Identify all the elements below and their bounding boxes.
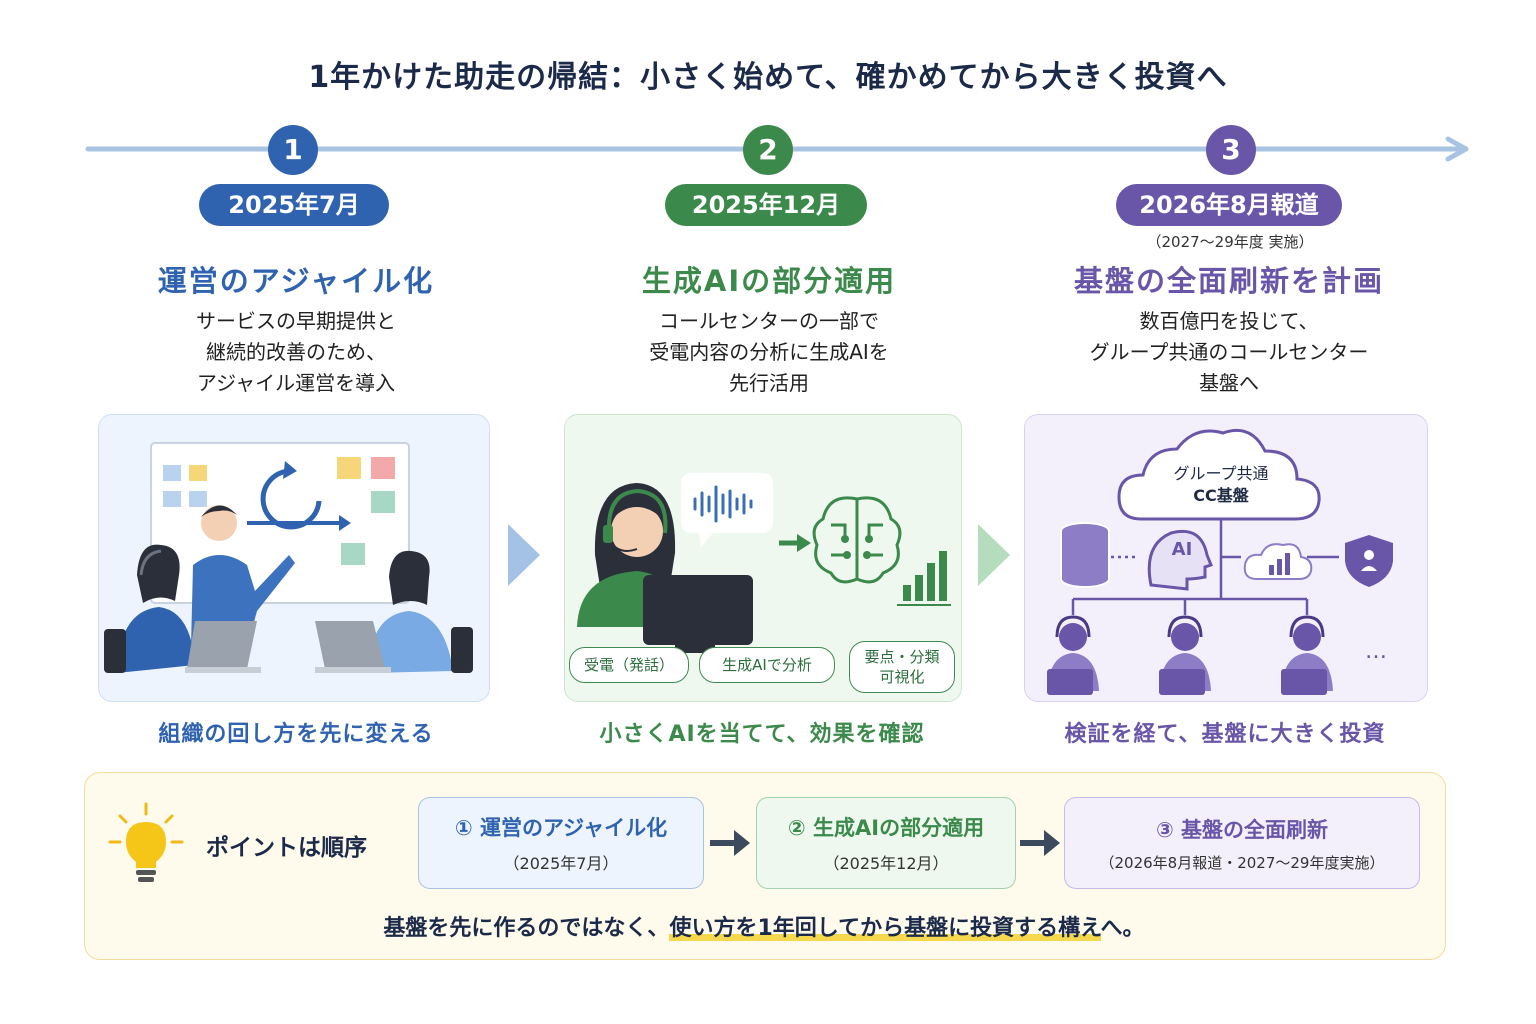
- chip-ai-analysis: 生成AIで分析: [699, 647, 835, 683]
- page-title: 1年かけた助走の帰結：小さく始めて、確かめてから大きく投資へ: [308, 60, 1228, 95]
- step-2-heading: 生成AIの部分適用: [641, 264, 897, 298]
- step-1-number: 1: [268, 125, 318, 175]
- lightbulb-icon: [108, 802, 184, 882]
- step-2-description: コールセンターの一部で受電内容の分析に生成AIを先行活用: [649, 309, 889, 395]
- step-1-date: 2025年7月: [199, 184, 389, 226]
- summary-step-2: ② 生成AIの部分適用 （2025年12月）: [756, 797, 1016, 889]
- step-3-date: 2026年8月報道: [1116, 184, 1342, 226]
- step-2-date: 2025年12月: [665, 184, 867, 226]
- step-3-description: 数百億円を投じて、グループ共通のコールセンター基盤へ: [1089, 309, 1369, 395]
- chip-summary-visualization: 要点・分類 可視化: [849, 641, 955, 693]
- step-1-heading: 運営のアジャイル化: [157, 264, 435, 298]
- step-1-description: サービスの早期提供と継続的改善のため、アジャイル運営を導入: [196, 309, 396, 395]
- arrow-right-icon: [1020, 830, 1060, 856]
- conclusion-text: 基盤を先に作るのではなく、使い方を1年回してから基盤に投資する構えへ。: [383, 916, 1145, 941]
- step-1-footer: 組織の回し方を先に変える: [158, 722, 434, 747]
- step-1-illustration: [98, 414, 490, 702]
- step-3-heading: 基盤の全面刷新を計画: [1073, 264, 1384, 298]
- step-3-number: 3: [1206, 125, 1256, 175]
- step-3-footer: 検証を経て、基盤に大きく投資: [1064, 722, 1386, 747]
- summary-label: ポイントは順序: [206, 835, 367, 861]
- conclusion-highlight: 使い方を1年回してから基盤に投資する構え: [669, 916, 1101, 941]
- more-operators-ellipsis: …: [1365, 639, 1387, 664]
- ai-head-icon: AI: [1171, 539, 1193, 560]
- chevron-right-icon: [978, 524, 1010, 586]
- summary-step-3: ③ 基盤の全面刷新 （2026年8月報道・2027〜29年度実施）: [1064, 797, 1420, 889]
- step-2-footer: 小さくAIを当てて、効果を確認: [599, 722, 925, 747]
- arrow-right-icon: [710, 830, 750, 856]
- step-2-illustration: 受電（発話） 生成AIで分析 要点・分類 可視化: [564, 414, 962, 702]
- chevron-right-icon: [508, 524, 540, 586]
- step-3-period-note: （2027〜29年度 実施）: [1146, 233, 1314, 251]
- summary-step-1: ① 運営のアジャイル化 （2025年7月）: [418, 797, 704, 889]
- step-2-number: 2: [743, 125, 793, 175]
- chip-incoming-call: 受電（発話）: [569, 647, 689, 683]
